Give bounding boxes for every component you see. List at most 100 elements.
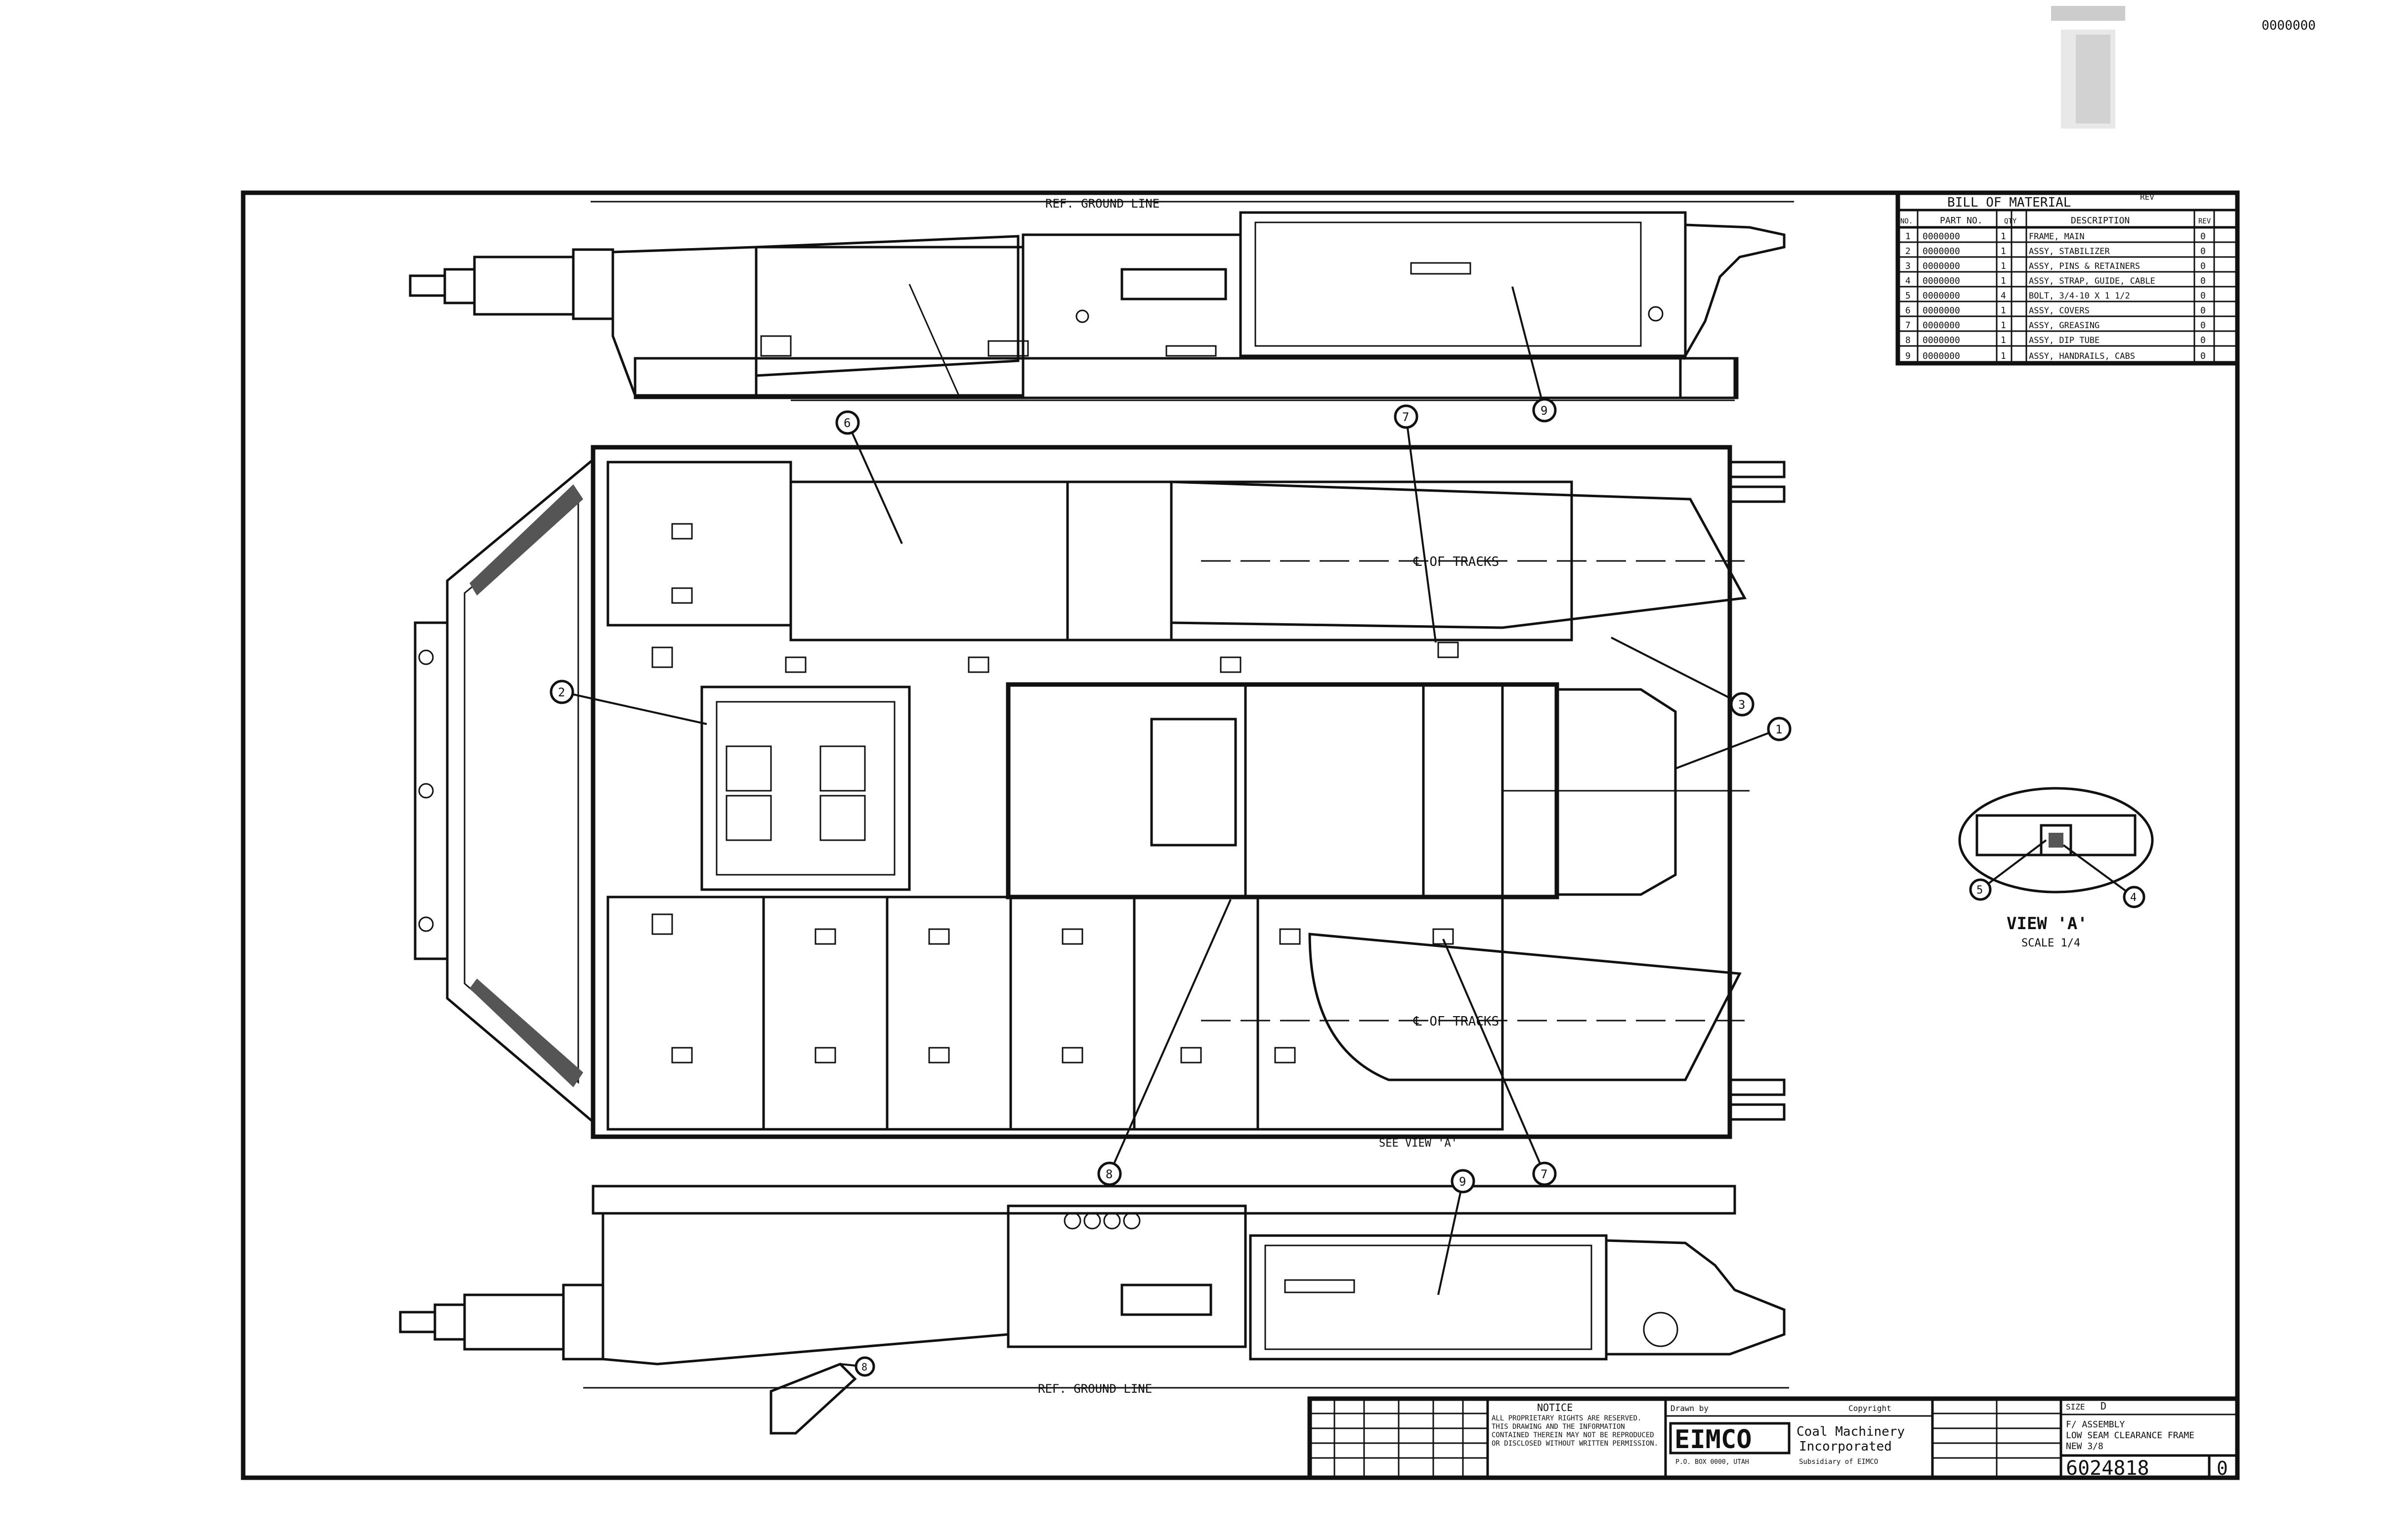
notice-text: ALL PROPRIETARY RIGHTS ARE RESERVED. THI… [1492,1414,1659,1448]
svg-text:0: 0 [2200,231,2206,242]
bom-row: 4 0000000 1 ASSY, STRAP, GUIDE, CABLE 0 [1898,276,2237,288]
company-location: P.O. BOX 0000, UTAH [1675,1458,1749,1466]
bom-row: 7 0000000 1 ASSY, GREASING 0 [1898,320,2237,332]
svg-text:ASSY, COVERS: ASSY, COVERS [2029,306,2090,316]
svg-text:8: 8 [1106,1167,1113,1181]
scan-noise [2051,6,2125,128]
drawing-number: 6024818 [2066,1457,2149,1480]
svg-text:0000000: 0000000 [1923,276,1960,286]
svg-text:BOLT, 3/4-10 X 1 1/2: BOLT, 3/4-10 X 1 1/2 [2029,291,2130,301]
sheet-size-label: SIZE [2066,1402,2085,1412]
title-block: NOTICE ALL PROPRIETARY RIGHTS ARE RESERV… [1307,1396,2240,1480]
copyright-label: Copyright [1848,1404,1891,1413]
svg-text:0: 0 [2200,305,2206,316]
svg-text:1: 1 [2001,305,2006,316]
svg-text:1: 1 [1775,723,1782,736]
revision-grid [1310,1399,1488,1478]
svg-text:0: 0 [2200,335,2206,345]
svg-text:0: 0 [2200,351,2206,361]
bom-row: 8 0000000 1 ASSY, DIP TUBE 0 [1898,335,2237,347]
svg-text:0000000: 0000000 [1923,351,1960,361]
drawing-title-3: NEW 3/8 [2066,1441,2103,1452]
company-name-1: Coal Machinery [1797,1424,1905,1439]
svg-text:1: 1 [2001,246,2006,257]
svg-text:4: 4 [2001,291,2006,301]
svg-text:ASSY, PINS & RETAINERS: ASSY, PINS & RETAINERS [2029,261,2140,271]
svg-text:ASSY, STABILIZER: ASSY, STABILIZER [2029,247,2110,257]
svg-text:NO.: NO. [1900,217,1913,225]
svg-text:1: 1 [2001,335,2006,345]
svg-text:FRAME, MAIN: FRAME, MAIN [2029,232,2085,242]
svg-text:0: 0 [2200,276,2206,286]
svg-text:6: 6 [1905,305,1911,316]
svg-text:0: 0 [2200,261,2206,271]
svg-text:0000000: 0000000 [1923,246,1960,257]
drawing-title-1: F/ ASSEMBLY [2066,1419,2125,1430]
svg-text:1: 1 [1905,231,1911,242]
drawing-title-2: LOW SEAM CLEARANCE FRAME [2066,1430,2194,1441]
svg-text:ASSY, HANDRAILS, CABS: ASSY, HANDRAILS, CABS [2029,351,2135,361]
track-centerline-upper-label: ℄ OF TRACKS [1413,555,1499,569]
svg-text:5: 5 [1976,884,1983,897]
svg-text:3: 3 [1905,261,1911,271]
track-centerline-lower-label: ℄ OF TRACKS [1413,1014,1499,1029]
drawing-rev: 0 [2217,1457,2228,1479]
svg-text:4: 4 [1905,276,1911,286]
balloons: 6 7 9 3 1 2 8 7 9 8 5 4 [550,286,2145,1377]
svg-text:9: 9 [1459,1175,1466,1189]
company-name-2: Incorporated [1799,1439,1892,1454]
bom-row: 2 0000000 1 ASSY, STABILIZER 0 [1898,246,2237,258]
bottom-side-view: REF. GROUND LINE [399,1185,1789,1435]
svg-text:0000000: 0000000 [1923,305,1960,316]
notice-title: NOTICE [1537,1402,1573,1413]
svg-text:0: 0 [2200,246,2206,257]
company-sub: Subsidiary of EIMCO [1799,1458,1878,1466]
bom-title: BILL OF MATERIAL [1947,195,2071,210]
svg-text:ASSY, STRAP, GUIDE, CABLE: ASSY, STRAP, GUIDE, CABLE [2029,276,2155,286]
svg-text:ASSY, DIP TUBE: ASSY, DIP TUBE [2029,336,2099,345]
svg-text:0000000: 0000000 [1923,320,1960,331]
bom-row: 5 0000000 4 BOLT, 3/4-10 X 1 1/2 0 [1898,291,2237,302]
ground-line-top-label: REF. GROUND LINE [1045,197,1159,211]
view-a-title: VIEW 'A' [2007,914,2088,934]
svg-text:QTY: QTY [2004,217,2017,225]
svg-text:7: 7 [1905,320,1911,331]
svg-text:0000000: 0000000 [1923,261,1960,271]
view-a-scale: SCALE 1/4 [2021,937,2080,949]
bom-row: 9 0000000 1 ASSY, HANDRAILS, CABS 0 [1905,351,2206,361]
svg-text:1: 1 [2001,231,2006,242]
svg-text:2: 2 [558,685,565,699]
svg-text:ASSY, GREASING: ASSY, GREASING [2029,321,2099,331]
ground-line-bottom-label: REF. GROUND LINE [1038,1382,1152,1396]
plan-view: ℄ OF TRACKS ℄ OF TRACKS [414,445,1786,1150]
svg-text:8: 8 [861,1361,867,1373]
bill-of-material: BILL OF MATERIAL REV NO. PART NO. QTY DE… [1895,190,2240,366]
svg-text:7: 7 [1541,1167,1547,1181]
drawing-border [241,190,2240,1480]
svg-text:5: 5 [1905,291,1911,301]
bom-row: 3 0000000 1 ASSY, PINS & RETAINERS 0 [1898,261,2237,273]
top-side-view: REF. GROUND LINE [409,197,1794,401]
see-view-label: SEE VIEW 'A' [1379,1137,1457,1150]
svg-text:8: 8 [1905,335,1911,345]
svg-text:0000000: 0000000 [1923,291,1960,301]
svg-text:PART NO.: PART NO. [1940,215,1983,226]
svg-text:0: 0 [2200,320,2206,331]
svg-text:1: 1 [2001,261,2006,271]
view-a-detail: VIEW 'A' SCALE 1/4 [1958,787,2154,949]
bom-row: 1 0000000 1 FRAME, MAIN 0 [1898,231,2237,243]
company-logo: EIMCO [1674,1425,1752,1454]
svg-text:REV: REV [2198,217,2211,225]
svg-text:0000000: 0000000 [1923,335,1960,345]
svg-text:7: 7 [1402,410,1409,424]
svg-text:6: 6 [844,416,851,430]
bom-row: 6 0000000 1 ASSY, COVERS 0 [1898,305,2237,317]
svg-text:DESCRIPTION: DESCRIPTION [2071,215,2130,226]
svg-text:3: 3 [1738,698,1745,712]
svg-text:0: 0 [2200,291,2206,301]
bom-rev-label: REV [2140,192,2154,202]
svg-text:9: 9 [1905,351,1911,361]
svg-text:0000000: 0000000 [1923,231,1960,242]
svg-text:4: 4 [2130,892,2137,904]
